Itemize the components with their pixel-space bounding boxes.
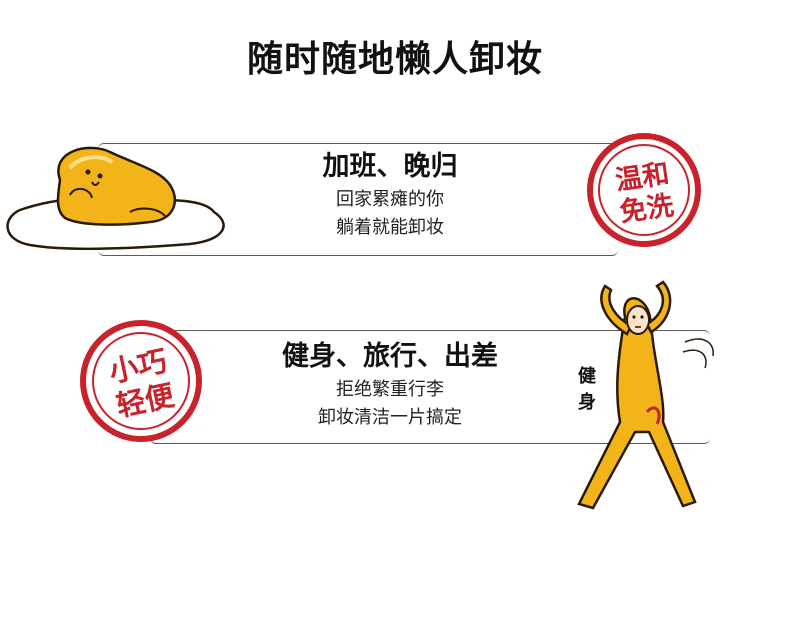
section-1-line-2: 躺着就能卸妆: [336, 217, 444, 238]
stamp-1-line-1: 温和: [613, 159, 671, 197]
section-1-text: 加班、晚归 回家累瘫的你 躺着就能卸妆: [240, 148, 540, 242]
section-2-headline: 健身、旅行、出差: [282, 341, 498, 372]
page-title: 随时随地懒人卸妆: [246, 39, 543, 80]
section-2-line-2: 卸妆清洁一片搞定: [318, 407, 462, 428]
seal-stamp-icon: 小巧 轻便: [80, 320, 202, 442]
section-1-line-1: 回家累瘫的你: [336, 189, 444, 210]
figure-caption-char-2: 身: [578, 391, 596, 413]
fitness-person-illustration: 健 身: [577, 280, 714, 510]
stamp-1-line-2: 免洗: [618, 190, 676, 228]
seal-stamp-icon: 温和 免洗: [587, 133, 701, 247]
section-2-text: 健身、旅行、出差 拒绝繁重行李 卸妆清洁一片搞定: [240, 338, 540, 432]
figure-caption-char-1: 健: [578, 365, 596, 387]
egg-yolk-character-illustration: [6, 146, 225, 251]
section-2-line-1: 拒绝繁重行李: [336, 379, 444, 400]
section-1-headline: 加班、晚归: [322, 151, 458, 182]
